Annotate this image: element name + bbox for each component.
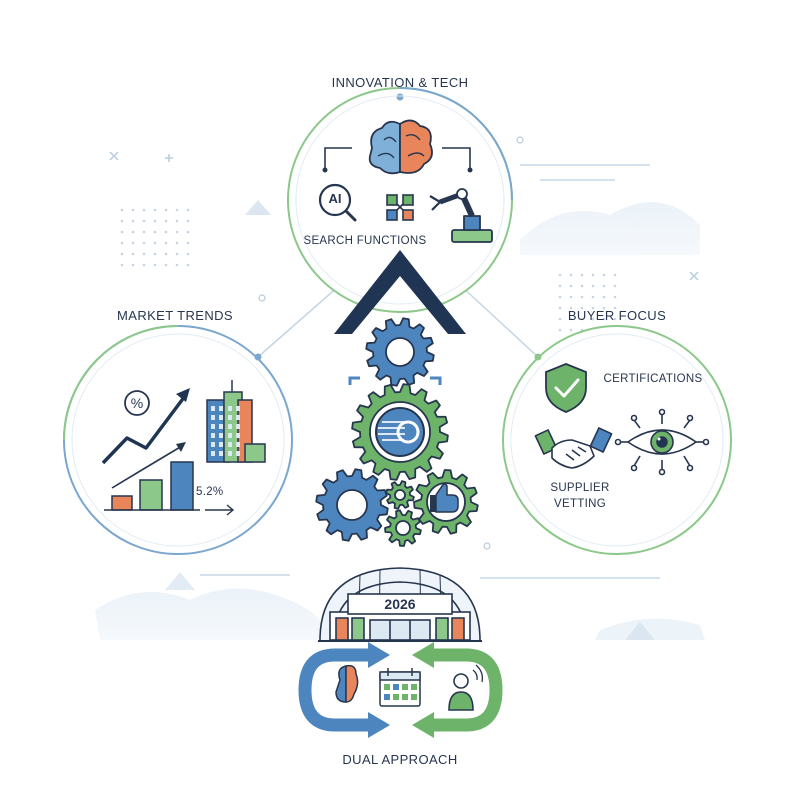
- connector-lines: [257, 284, 539, 358]
- gear-icon: [385, 480, 415, 510]
- gear-icon: [365, 317, 435, 387]
- innovation-node-dot: [396, 93, 404, 101]
- growth-value: 5.2%: [196, 486, 224, 498]
- percent-badge-icon: [124, 390, 150, 416]
- background-decorations: [95, 136, 705, 640]
- roof-chevron: [334, 250, 466, 334]
- percent-symbol: %: [130, 395, 144, 411]
- shield-check-icon: [545, 363, 587, 413]
- vetting-label: VETTING: [554, 498, 606, 510]
- market-trends-circle: [63, 325, 293, 555]
- search-functions-label: SEARCH FUNCTIONS: [303, 235, 427, 247]
- eye-circuit-icon: [614, 408, 710, 476]
- calendar-icon: [379, 668, 421, 707]
- gear-icon: [315, 468, 389, 542]
- market-trends-title: MARKET TRENDS: [117, 308, 233, 323]
- innovation-tech-circle: [287, 87, 513, 313]
- building-icon: [206, 380, 266, 463]
- ai-badge: AI: [328, 191, 342, 206]
- buyer-node-dot: [534, 353, 542, 361]
- buyer-focus-title: BUYER FOCUS: [567, 308, 667, 323]
- buyer-focus-circle: [502, 325, 732, 555]
- thumbs-up-icon: [430, 483, 459, 513]
- event-venue-icon: [318, 567, 482, 642]
- ai-search-icon: [318, 183, 357, 222]
- handshake-icon: [534, 427, 613, 469]
- market-node-dot: [254, 353, 262, 361]
- refresh-arrows-icon: [298, 642, 503, 738]
- gear-stack: [315, 317, 479, 547]
- innovation-tech-title: INNOVATION & TECH: [331, 75, 469, 90]
- core-emblem-icon: [375, 407, 425, 457]
- certifications-label: CERTIFICATIONS: [603, 373, 703, 385]
- brain-icon: [335, 664, 359, 703]
- event-year: 2026: [384, 596, 416, 612]
- supplier-label: SUPPLIER: [550, 482, 610, 494]
- person-icon: [448, 664, 484, 711]
- growth-chart-icon: [101, 388, 235, 516]
- network-icon: [386, 194, 414, 221]
- gear-icon: [384, 509, 422, 547]
- robot-arm-icon: [429, 188, 493, 243]
- brain-icon: [368, 119, 433, 175]
- dual-approach-title: DUAL APPROACH: [342, 752, 458, 767]
